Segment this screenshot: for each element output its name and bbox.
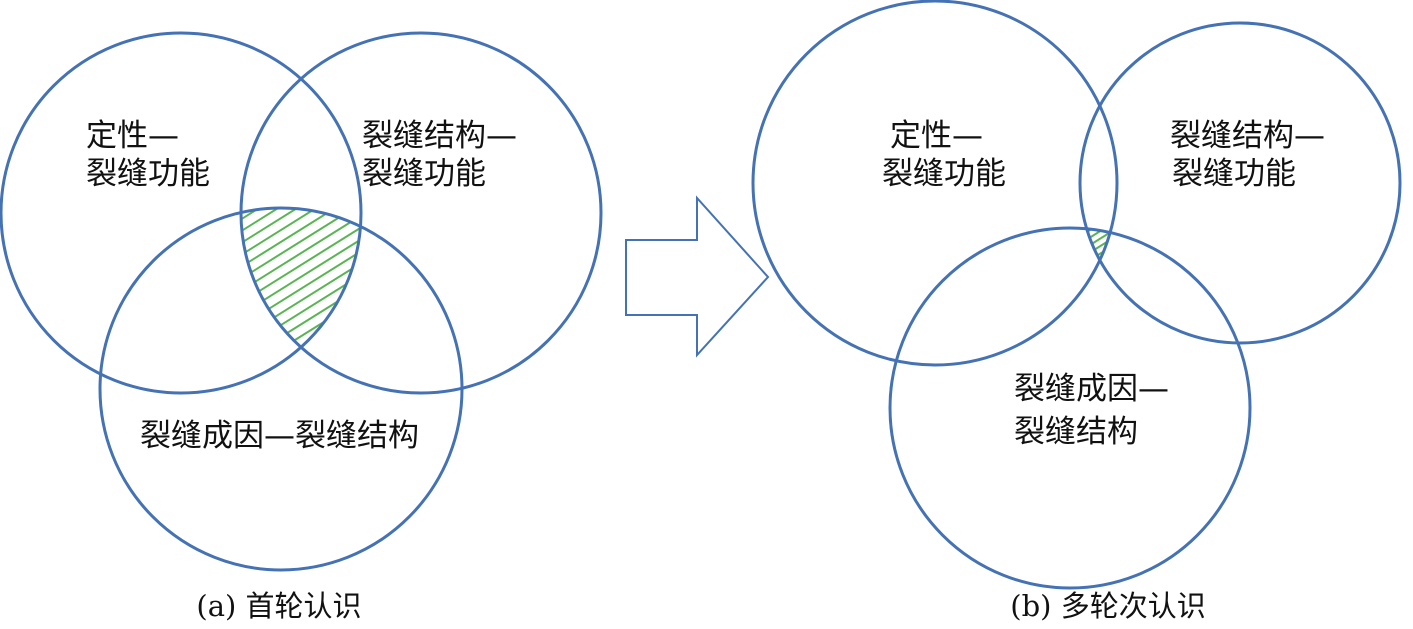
- hatch-line: [363, 200, 595, 345]
- hatch-line: [248, 208, 361, 346]
- panel-b: 定性— 裂缝功能 裂缝结构— 裂缝功能 裂缝成因— 裂缝结构 (b) 多轮次认识: [751, 0, 1402, 623]
- label-qualitative-b-line2: 裂缝功能: [882, 156, 1006, 192]
- hatch-line: [954, 225, 1050, 285]
- hatch-line: [0, 200, 215, 345]
- circle-cause-a: [98, 206, 464, 572]
- label-cause-b-line2: 裂缝结构: [1014, 414, 1138, 450]
- caption-b: (b) 多轮次认识: [1010, 589, 1205, 623]
- hatch-line: [241, 208, 349, 346]
- circle-qualitative-b: [751, 0, 1119, 367]
- hatch-line: [0, 200, 177, 345]
- label-structure-b-line1: 裂缝结构—: [1170, 118, 1325, 154]
- hatch-line: [1080, 228, 1111, 286]
- label-qualitative-a-line2: 裂缝功能: [86, 156, 210, 192]
- hatch-line: [1080, 228, 1117, 286]
- hatch-line: [420, 200, 652, 345]
- label-structure-a-line2: 裂缝功能: [362, 156, 486, 192]
- label-structure-b-line2: 裂缝功能: [1172, 156, 1296, 192]
- right-arrow-icon: [625, 195, 770, 358]
- hatch-line: [343, 208, 361, 346]
- hatch-line: [241, 208, 311, 346]
- hatch-line: [1122, 225, 1218, 285]
- hatch-line: [966, 225, 1062, 285]
- hatch-line: [241, 208, 330, 346]
- panel-a: 定性— 裂缝功能 裂缝结构— 裂缝功能 裂缝成因—裂缝结构 (a) 首轮认识: [0, 31, 652, 623]
- hatch-line: [1158, 225, 1254, 285]
- hatch-line: [241, 208, 361, 346]
- hatch-line: [241, 208, 273, 346]
- hatch-line: [241, 208, 361, 346]
- hatch-line: [241, 208, 361, 346]
- hatch-line: [1134, 225, 1230, 285]
- hatch-line: [241, 208, 361, 346]
- hatch-line: [2, 200, 234, 345]
- label-qualitative-a-line1: 定性—: [86, 118, 179, 154]
- hatch-line: [382, 200, 614, 345]
- hatch-line: [1080, 228, 1099, 286]
- caption-a: (a) 首轮认识: [196, 589, 361, 623]
- hatch-line: [0, 200, 196, 345]
- circle-structure-b: [1078, 21, 1402, 345]
- circle-qualitative-a: [0, 31, 363, 395]
- hatch-line: [241, 208, 361, 346]
- hatch-line: [241, 208, 254, 346]
- label-cause-a: 裂缝成因—裂缝结构: [140, 418, 419, 454]
- label-cause-b-line1: 裂缝成因—: [1014, 371, 1169, 407]
- hatch-line: [1080, 228, 1087, 286]
- hatch-line: [1170, 225, 1266, 285]
- label-qualitative-b-line1: 定性—: [890, 118, 983, 154]
- label-structure-a-line1: 裂缝结构—: [362, 118, 517, 154]
- hatch-line: [241, 208, 292, 346]
- hatch-line: [401, 200, 633, 345]
- hatch-line: [305, 208, 361, 346]
- circle-cause-b: [888, 226, 1252, 590]
- hatch-line: [267, 208, 361, 346]
